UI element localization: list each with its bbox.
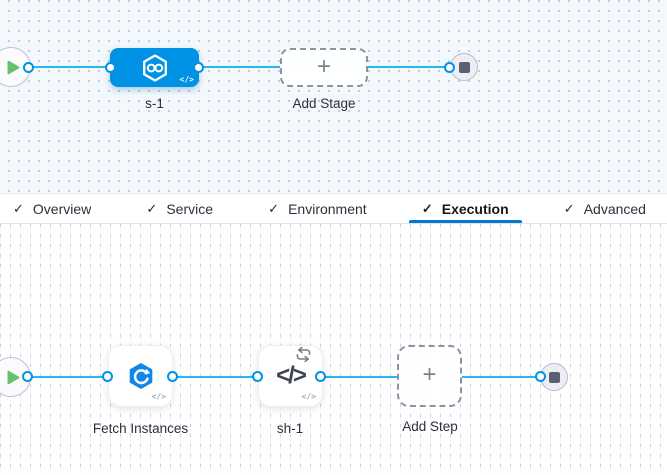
code-badge-icon: </> — [301, 392, 316, 401]
connector-port[interactable] — [23, 62, 34, 73]
code-badge-icon: </> — [179, 75, 194, 84]
connector-line — [321, 376, 397, 378]
connector-port[interactable] — [102, 371, 113, 382]
play-icon — [7, 60, 20, 75]
connector-line — [28, 376, 108, 378]
code-badge-icon: </> — [151, 392, 166, 401]
tab-environment[interactable]: ✓ Environment — [255, 194, 380, 223]
plus-icon: + — [422, 361, 437, 388]
tab-execution[interactable]: ✓ Execution — [408, 194, 522, 223]
plus-icon: + — [316, 52, 331, 80]
stage-config-tabbar: ✓ Overview ✓ Service ✓ Environment ✓ Exe… — [0, 193, 667, 224]
execution-graph-canvas[interactable]: </> Fetch Instances </> </> sh-1 + Add S… — [0, 224, 667, 474]
connector-line — [28, 66, 110, 68]
check-icon: ✓ — [13, 200, 24, 216]
connector-port[interactable] — [105, 62, 116, 73]
tab-label: Service — [166, 200, 214, 217]
stop-icon — [458, 61, 470, 73]
tab-overview[interactable]: ✓ Overview — [0, 194, 104, 223]
stage-node-s1[interactable]: </> — [110, 48, 199, 87]
step-node-sh1[interactable]: </> </> — [258, 345, 323, 407]
tab-label: Advanced — [583, 200, 646, 217]
loop-strategy-icon[interactable] — [294, 346, 313, 367]
pipeline-hexagon-infinity-icon — [139, 52, 171, 84]
add-step-label: Add Step — [402, 419, 458, 434]
code-icon: </> — [276, 362, 307, 389]
tab-advanced[interactable]: ✓ Advanced — [551, 194, 659, 223]
check-icon: ✓ — [421, 200, 433, 216]
tab-label: Execution — [441, 200, 509, 217]
add-step-button[interactable]: + — [397, 345, 462, 407]
stop-icon — [548, 371, 560, 383]
connector-port[interactable] — [193, 62, 204, 73]
connector-line — [199, 66, 281, 68]
check-icon: ✓ — [146, 200, 158, 216]
connector-port[interactable] — [22, 371, 33, 382]
connector-port[interactable] — [315, 371, 326, 382]
stage-label: s-1 — [145, 96, 164, 111]
check-icon: ✓ — [268, 200, 280, 216]
tab-service[interactable]: ✓ Service — [133, 194, 226, 223]
step-node-fetch-instances[interactable]: </> — [108, 345, 173, 407]
step-label: sh-1 — [276, 421, 304, 436]
connector-port[interactable] — [167, 371, 178, 382]
check-icon: ✓ — [563, 200, 575, 216]
connector-line — [173, 376, 258, 378]
fetch-instances-hexagon-icon — [125, 360, 157, 392]
connector-line — [462, 376, 541, 378]
tab-label: Overview — [32, 200, 92, 217]
add-stage-label: Add Stage — [292, 96, 356, 111]
connector-port[interactable] — [252, 371, 263, 382]
stage-graph-canvas[interactable]: </> s-1 + Add Stage — [0, 0, 667, 193]
connector-port[interactable] — [535, 371, 546, 382]
add-stage-button[interactable]: + — [280, 48, 368, 87]
play-icon — [7, 370, 20, 385]
connector-line — [367, 66, 451, 68]
tab-label: Environment — [288, 200, 367, 217]
step-label: Fetch Instances — [92, 421, 189, 436]
connector-port[interactable] — [444, 62, 455, 73]
